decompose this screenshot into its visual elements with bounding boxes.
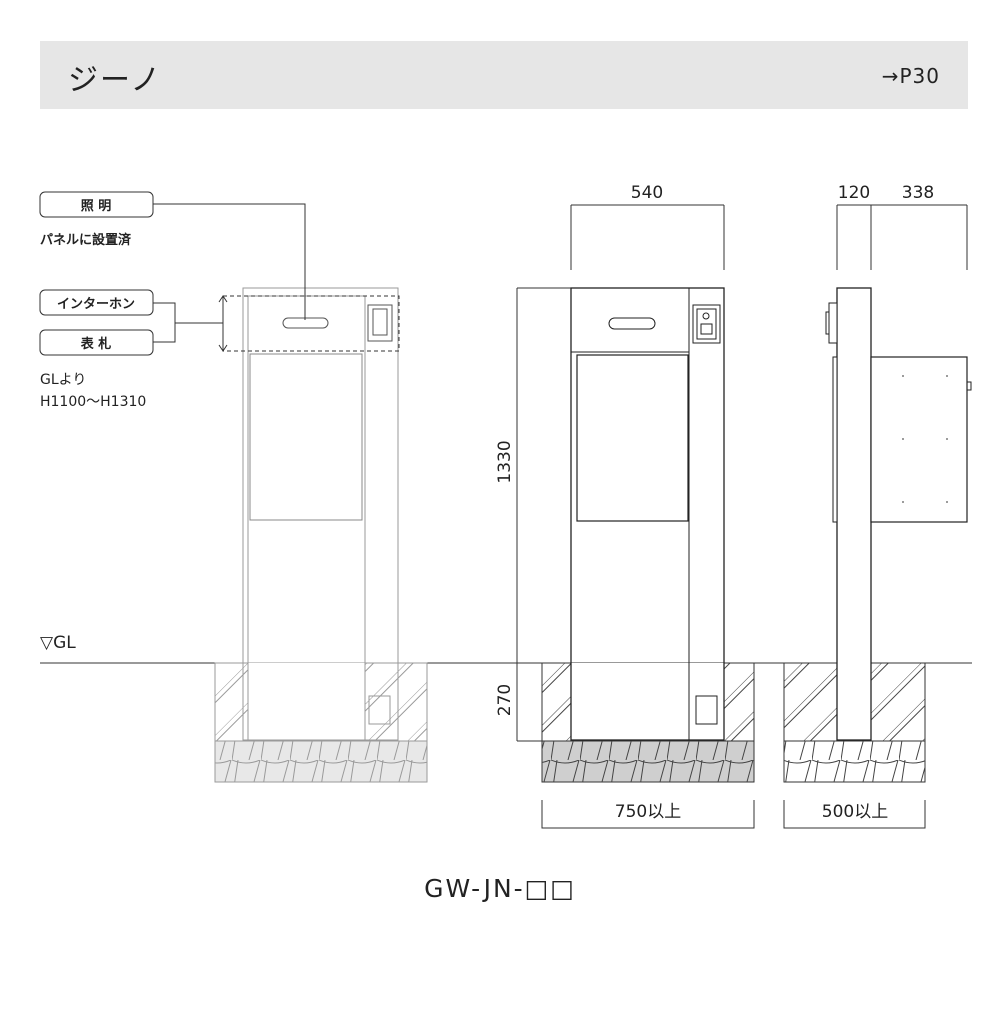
height-note-1: GLより	[40, 372, 86, 388]
ground-level-label: ▽GL	[40, 633, 76, 653]
callouts: 照 明 パネルに設置済 インターホン 表 札 GLより H1100〜H1310	[39, 191, 306, 410]
model-number: GW-JN-□□	[424, 874, 576, 903]
overview-view	[214, 287, 428, 783]
nameplate-label: 表 札	[80, 336, 112, 352]
side-depth-b-dim: 338	[902, 183, 934, 203]
front-width-dim: 540	[631, 183, 663, 203]
foundation-front-dim: 750以上	[615, 802, 681, 822]
front-view: 540 1330 270 750以上	[495, 183, 755, 829]
intercom-label: インターホン	[57, 297, 135, 312]
header-bar: ジーノ →P30	[40, 41, 968, 109]
product-title: ジーノ	[68, 63, 163, 98]
lighting-label: 照 明	[81, 199, 112, 214]
height-above-dim: 1330	[495, 440, 515, 483]
side-depth-a-dim: 120	[838, 183, 870, 203]
depth-below-dim: 270	[495, 684, 515, 716]
lighting-note: パネルに設置済	[40, 232, 132, 248]
foundation-side-dim: 500以上	[822, 802, 888, 822]
side-view: 120 338 500以上	[783, 183, 972, 829]
height-note-2: H1100〜H1310	[40, 394, 146, 410]
page-reference: →P30	[881, 64, 940, 88]
